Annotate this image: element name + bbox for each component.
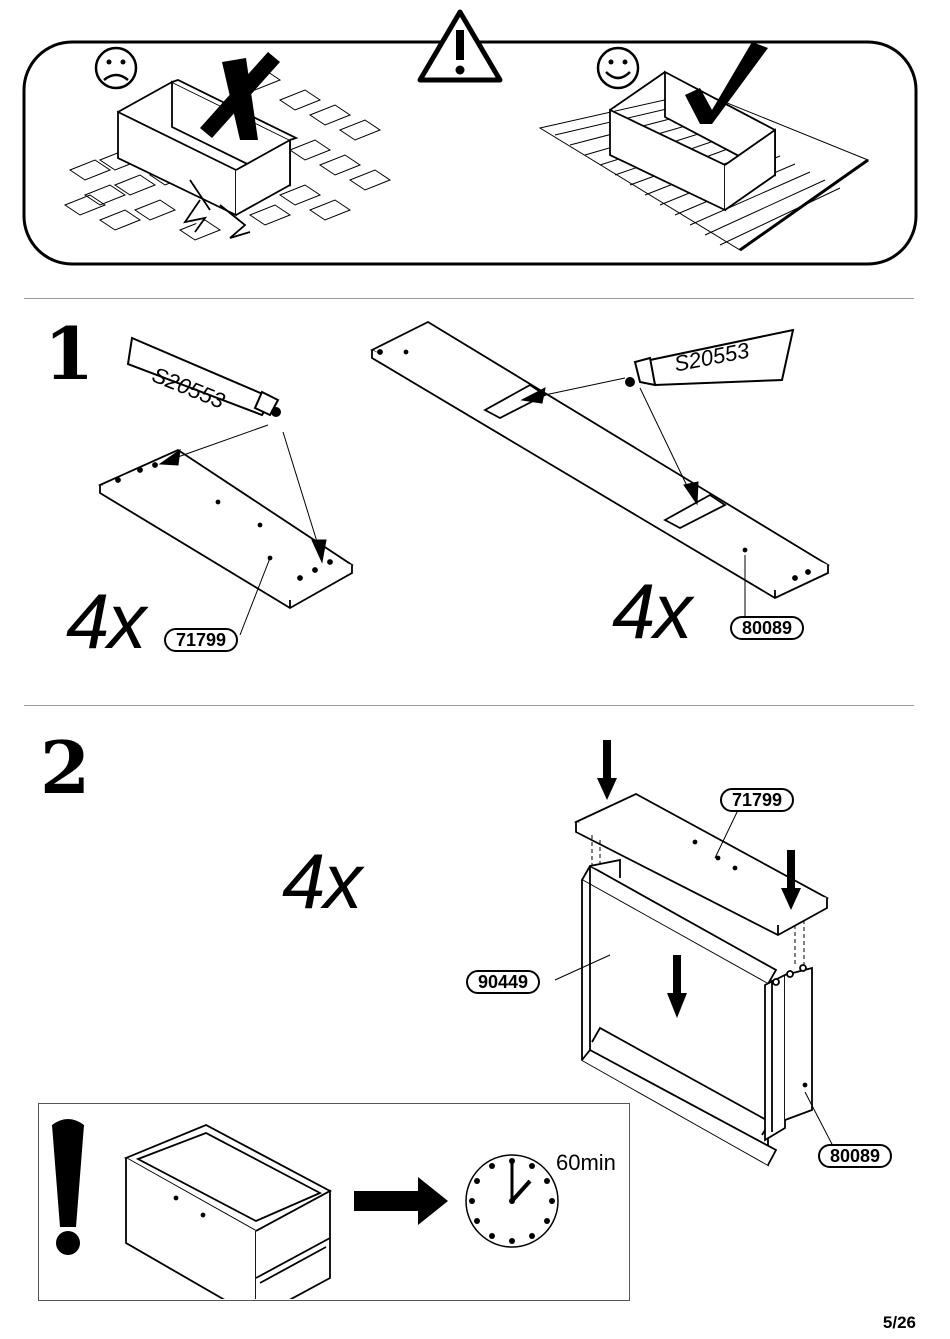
part-label-side: 80089	[818, 1144, 893, 1168]
clock-icon	[465, 1154, 559, 1248]
right-arrow-icon	[354, 1177, 448, 1225]
part-label-80089: 80089	[730, 616, 805, 640]
step-number-1: 1	[44, 311, 95, 396]
down-arrow-icon	[597, 740, 801, 1018]
top-panel-illustration	[573, 792, 829, 937]
drawer-illustration	[123, 1124, 332, 1299]
warning-triangle-icon	[417, 9, 503, 83]
glue-tube-left-icon	[126, 336, 281, 417]
step-number-2: 2	[40, 725, 91, 810]
drying-time-label: 60min	[556, 1150, 616, 1175]
sad-face-icon	[94, 46, 138, 90]
glue-tube-right-icon	[625, 328, 795, 387]
quantity-right: 4x	[612, 567, 692, 655]
check-mark-icon	[685, 42, 768, 124]
front-frame-illustration	[580, 858, 778, 1167]
part-label-71799: 71799	[164, 628, 239, 652]
side-panel-illustration	[764, 964, 813, 1142]
quantity-step2: 4x	[282, 837, 362, 925]
quantity-left: 4x	[66, 577, 146, 665]
drying-note-illustration	[52, 1119, 559, 1299]
section-divider	[24, 705, 914, 706]
cross-mark-icon	[200, 52, 280, 140]
part-label-front: 90449	[466, 970, 541, 994]
exclamation-icon	[52, 1119, 84, 1255]
step2-illustration	[554, 740, 836, 1167]
happy-face-icon	[596, 46, 640, 90]
drying-note-box	[38, 1103, 630, 1301]
page-number: 5/26	[882, 1313, 916, 1332]
section-divider	[24, 298, 914, 299]
part-label-top: 71799	[720, 788, 795, 812]
step1-illustration	[98, 320, 830, 636]
panel-80089-illustration	[370, 320, 830, 600]
panel-71799-illustration	[98, 448, 354, 610]
warning-panel	[22, 9, 918, 266]
